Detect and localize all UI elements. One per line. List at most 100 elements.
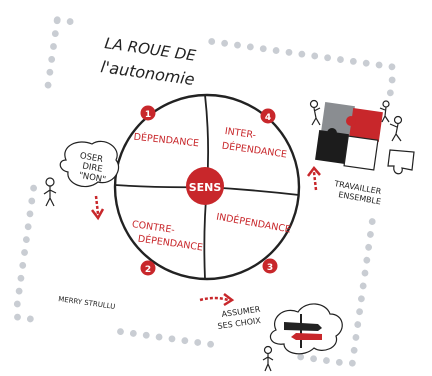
- arrow-right-head-icon: [223, 293, 235, 307]
- puzzle-piece-white-icon: [343, 135, 379, 171]
- speech-bubble: [59, 140, 120, 187]
- puzzle-piece-outline-icon: [387, 149, 415, 175]
- person-icon-left: [43, 177, 57, 207]
- border-dot: [30, 184, 37, 192]
- border-dot: [66, 18, 74, 25]
- border-dot: [285, 48, 293, 56]
- border-dot: [356, 308, 363, 316]
- border-dot: [348, 359, 356, 367]
- border-dot: [46, 68, 54, 76]
- border-dot: [24, 223, 32, 231]
- border-dot: [323, 357, 330, 364]
- marker-2: 2: [140, 260, 156, 276]
- arrow-up-icon: [312, 171, 318, 191]
- border-dot: [375, 61, 383, 69]
- border-dot: [19, 261, 27, 269]
- border-dot: [117, 328, 124, 336]
- person-icon-bottom: [262, 345, 274, 372]
- border-dot: [168, 335, 176, 343]
- border-dot: [26, 315, 34, 323]
- oser-line1: OSER: [79, 151, 104, 165]
- border-dot: [297, 353, 305, 361]
- border-dot: [352, 334, 360, 341]
- border-dot: [44, 81, 52, 89]
- border-dot: [324, 54, 331, 62]
- arrow-up-head-icon: [307, 166, 321, 177]
- border-dot: [365, 243, 373, 251]
- border-dot: [367, 231, 374, 238]
- border-dot: [337, 56, 344, 63]
- border-dot: [208, 38, 216, 45]
- border-dot: [246, 43, 254, 51]
- marker-3-label: 3: [267, 263, 273, 273]
- border-dot: [388, 76, 396, 84]
- border-dot: [354, 321, 362, 328]
- marker-1-label: 1: [145, 110, 151, 120]
- border-dot: [21, 249, 28, 256]
- center-circle: [186, 167, 224, 205]
- border-dot: [15, 287, 23, 295]
- border-dot: [207, 340, 214, 348]
- puzzle-piece-gray-icon: [321, 102, 355, 136]
- border-dot: [53, 17, 61, 25]
- border-dot: [272, 47, 280, 54]
- wheel-circle: [113, 93, 301, 281]
- border-dot: [357, 295, 365, 303]
- border-dot: [368, 218, 376, 225]
- border-dot: [48, 55, 56, 63]
- border-dot: [142, 331, 150, 339]
- quadrant-interdependance-line1: INTER-: [224, 126, 257, 141]
- border-dot: [361, 269, 369, 277]
- person-icon-puzzle-left: [309, 99, 321, 126]
- arrow-down-head-icon: [91, 208, 105, 221]
- person-icon-puzzle-right: [389, 115, 403, 142]
- border-dot: [335, 358, 343, 366]
- signpost-icon: [284, 314, 322, 348]
- border-dot: [13, 300, 21, 308]
- marker-4: 4: [260, 108, 276, 124]
- puzzle-piece-red-icon: [349, 108, 383, 142]
- puzzle-knob-black-icon: [327, 128, 337, 138]
- border-dot: [386, 89, 394, 97]
- border-dot: [362, 59, 370, 67]
- border-dot: [22, 236, 30, 244]
- dotted-border: [13, 16, 396, 367]
- oser-dire-non-annotation: OSER DIRE "NON": [43, 140, 120, 221]
- border-dot: [310, 355, 317, 363]
- border-dot: [311, 52, 319, 60]
- border-dot: [234, 41, 241, 49]
- puzzle-illustration: TRAVAILLER ENSEMBLE: [307, 99, 415, 206]
- marker-2-label: 2: [145, 265, 151, 275]
- marker-4-label: 4: [265, 113, 271, 123]
- oser-line2: DIRE: [81, 161, 103, 174]
- border-dot: [194, 339, 202, 346]
- border-dot: [359, 282, 367, 290]
- border-dot: [155, 333, 163, 341]
- border-dot: [28, 197, 36, 205]
- border-dot: [363, 256, 371, 264]
- marker-1: 1: [140, 105, 156, 121]
- center-label: SENS: [189, 181, 222, 194]
- border-dot: [14, 313, 21, 321]
- border-dot: [298, 50, 306, 58]
- puzzle-piece-black-icon: [315, 130, 349, 164]
- person-icon-puzzle-far-right: [379, 100, 390, 123]
- border-dot: [50, 43, 57, 50]
- border-dot: [129, 330, 137, 337]
- border-dot: [17, 274, 25, 282]
- assumer-ses-choix-annotation: ASSUMER SES CHOIX: [199, 293, 343, 372]
- border-dot: [51, 30, 59, 38]
- border-dot: [221, 39, 229, 47]
- border-dot: [181, 337, 189, 345]
- border-dot: [349, 57, 357, 65]
- arrow-down-icon: [94, 195, 100, 215]
- arrow-right-icon: [199, 296, 229, 302]
- border-dot: [388, 63, 396, 71]
- puzzle-knob-icon: [346, 116, 356, 126]
- border-dot: [259, 45, 267, 53]
- border-dot: [26, 210, 34, 218]
- oser-line3: "NON": [78, 171, 107, 186]
- marker-3: 3: [262, 258, 278, 274]
- border-dot: [350, 346, 358, 354]
